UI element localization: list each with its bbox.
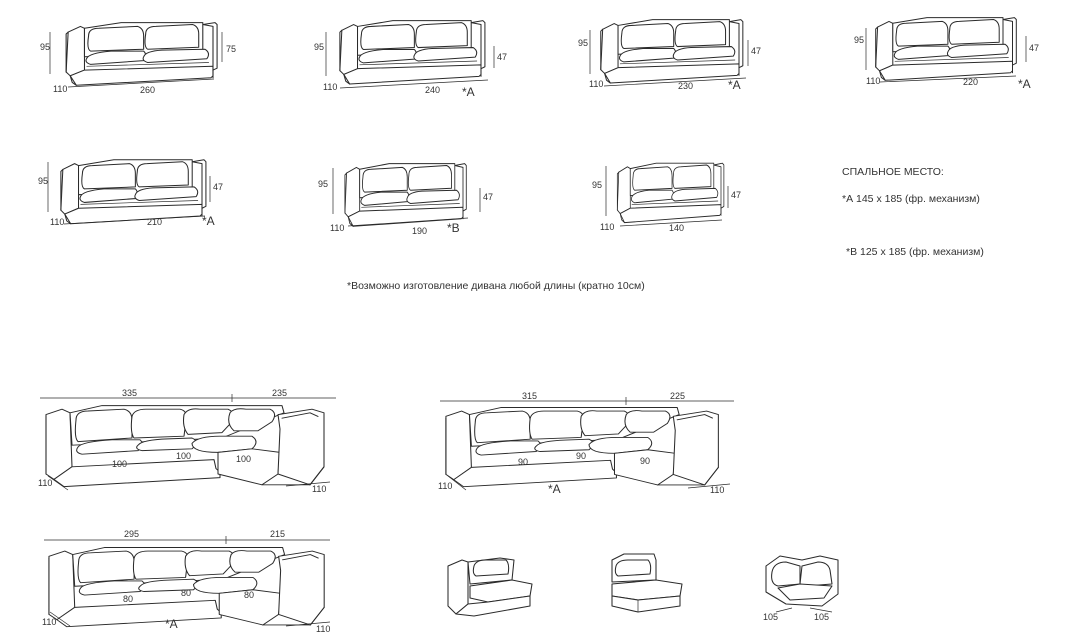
corner-sofa-335: 335 235 100 100 100 110 110	[38, 388, 336, 494]
svg-text:110: 110	[53, 84, 67, 94]
svg-text:110: 110	[438, 481, 452, 491]
svg-text:*А: *А	[202, 214, 215, 228]
svg-text:110: 110	[323, 82, 337, 92]
length-note: *Возможно изготовление дивана любой длин…	[347, 280, 645, 292]
svg-text:*А: *А	[165, 617, 178, 631]
svg-text:110: 110	[589, 79, 603, 89]
svg-text:*А: *А	[728, 78, 741, 92]
svg-text:95: 95	[314, 42, 324, 52]
svg-text:295: 295	[124, 529, 139, 539]
sofa-140: 95 47 110 140	[592, 162, 741, 233]
corner-sofa-295: 295 215 80 80 80 110 *А 110	[42, 529, 330, 634]
svg-text:235: 235	[272, 388, 287, 398]
sleeping-place-title: СПАЛЬНОЕ МЕСТО:	[842, 166, 944, 178]
svg-text:230: 230	[678, 81, 693, 91]
svg-text:215: 215	[270, 529, 285, 539]
svg-text:240: 240	[425, 85, 440, 95]
sofa-210: 95 47 110 210 *А	[38, 159, 223, 228]
svg-text:260: 260	[140, 85, 155, 95]
svg-text:110: 110	[330, 223, 344, 233]
svg-text:*А: *А	[1018, 77, 1031, 91]
svg-text:110: 110	[710, 485, 724, 495]
sleeping-place-a: *А 145 х 185 (фр. механизм)	[842, 193, 980, 205]
svg-text:80: 80	[123, 594, 133, 604]
svg-text:210: 210	[147, 217, 162, 227]
svg-text:140: 140	[669, 223, 684, 233]
svg-text:47: 47	[483, 192, 493, 202]
svg-text:110: 110	[50, 217, 64, 227]
svg-text:95: 95	[318, 179, 328, 189]
svg-text:*А: *А	[548, 482, 561, 496]
svg-text:47: 47	[497, 52, 507, 62]
svg-text:100: 100	[112, 459, 127, 469]
svg-text:47: 47	[213, 182, 223, 192]
sleeping-place-b: *В 125 х 185 (фр. механизм)	[846, 246, 984, 258]
svg-text:110: 110	[866, 76, 880, 86]
svg-text:110: 110	[38, 478, 52, 488]
module-arm-chair	[447, 557, 533, 617]
svg-text:90: 90	[518, 457, 528, 467]
sofa-220: 95 47 110 220 *А	[854, 17, 1039, 91]
svg-text:90: 90	[640, 456, 650, 466]
svg-text:47: 47	[731, 190, 741, 200]
sofa-190: 95 47 110 190 *В	[318, 163, 493, 236]
svg-text:315: 315	[522, 391, 537, 401]
svg-text:95: 95	[40, 42, 50, 52]
svg-text:335: 335	[122, 388, 137, 398]
svg-text:220: 220	[963, 77, 978, 87]
svg-text:95: 95	[38, 176, 48, 186]
svg-text:110: 110	[42, 617, 56, 627]
module-corner: 105 105	[763, 555, 839, 622]
svg-text:100: 100	[236, 454, 251, 464]
svg-text:190: 190	[412, 226, 427, 236]
svg-text:*В: *В	[447, 221, 460, 235]
module-middle	[611, 553, 683, 613]
svg-text:225: 225	[670, 391, 685, 401]
svg-text:110: 110	[600, 222, 614, 232]
svg-text:47: 47	[751, 46, 761, 56]
sofa-240: 95 47 110 240 *А	[314, 20, 507, 99]
svg-text:47: 47	[1029, 43, 1039, 53]
svg-text:95: 95	[592, 180, 602, 190]
svg-text:80: 80	[181, 588, 191, 598]
svg-text:75: 75	[226, 44, 236, 54]
corner-sofa-315: 315 225 90 90 90 110 *А 110	[438, 391, 734, 496]
svg-text:95: 95	[578, 38, 588, 48]
svg-text:105: 105	[814, 612, 829, 622]
svg-text:90: 90	[576, 451, 586, 461]
svg-text:*А: *А	[462, 85, 475, 99]
sofa-230: 95 47 110 230 *А	[578, 19, 761, 92]
sofa-260: 95 75 110 260	[40, 22, 236, 95]
svg-text:110: 110	[316, 624, 330, 634]
svg-text:80: 80	[244, 590, 254, 600]
svg-text:95: 95	[854, 35, 864, 45]
svg-text:100: 100	[176, 451, 191, 461]
svg-text:105: 105	[763, 612, 778, 622]
svg-text:110: 110	[312, 484, 326, 494]
